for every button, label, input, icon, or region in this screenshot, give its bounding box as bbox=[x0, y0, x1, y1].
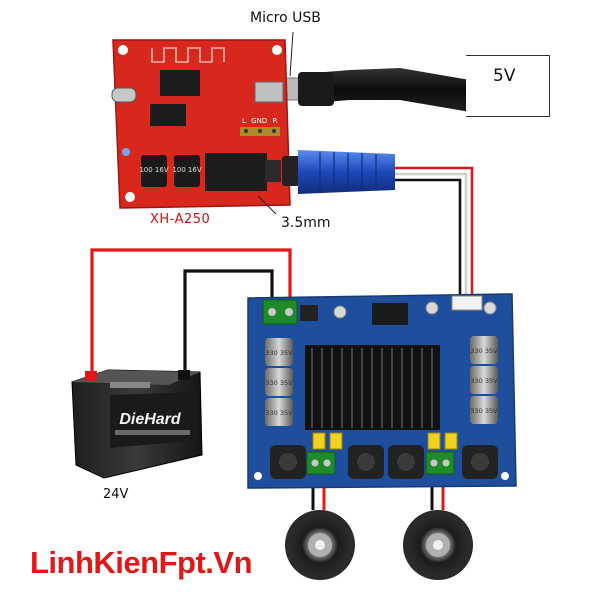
bt-pin-labels: L GND R bbox=[242, 117, 277, 125]
supply-5v-label: 5V bbox=[493, 66, 516, 86]
wire-black-battery-negative bbox=[183, 269, 274, 370]
micro-usb-label: Micro USB bbox=[250, 10, 321, 26]
wire-black-audio bbox=[390, 178, 462, 298]
heatsink bbox=[305, 345, 440, 430]
brand-logo-text: LinhKienFpt.Vn bbox=[30, 545, 253, 580]
micro-usb-cable bbox=[279, 31, 470, 112]
speaker-right bbox=[403, 510, 473, 580]
amp-capacitor: 330 35V bbox=[470, 366, 498, 394]
battery: DieHard bbox=[71, 369, 203, 479]
wire-white-audio bbox=[390, 172, 468, 298]
svg-text:330 35V: 330 35V bbox=[265, 379, 293, 387]
svg-text:330 35V: 330 35V bbox=[265, 349, 293, 357]
bt-capacitor: 100 16V bbox=[139, 155, 169, 187]
power-wires bbox=[90, 248, 292, 375]
svg-text:330 35V: 330 35V bbox=[470, 407, 498, 415]
svg-text:330 35V: 330 35V bbox=[265, 409, 293, 417]
bt-capacitor: 100 16V bbox=[172, 155, 202, 187]
jack-35mm-label: 3.5mm bbox=[281, 215, 331, 231]
svg-text:100 16V: 100 16V bbox=[172, 166, 201, 174]
speaker-left bbox=[285, 510, 355, 580]
module-model-label: XH-A250 bbox=[150, 212, 211, 227]
amp-capacitor: 330 35V bbox=[470, 336, 498, 364]
wire-red-battery-positive bbox=[90, 248, 292, 375]
amp-capacitor: 330 35V bbox=[265, 398, 293, 426]
amp-capacitor: 330 35V bbox=[265, 368, 293, 396]
bluetooth-module-board: L GND R 100 16V 100 16V bbox=[111, 39, 291, 215]
audio-wires bbox=[390, 166, 474, 298]
supply-5v-box bbox=[466, 55, 550, 117]
battery-voltage-label: 24V bbox=[103, 487, 129, 502]
svg-text:330 35V: 330 35V bbox=[470, 377, 498, 385]
amp-capacitor: 330 35V bbox=[470, 396, 498, 424]
amp-capacitor: 330 35V bbox=[265, 338, 293, 366]
amplifier-board: 330 35V 330 35V 330 35V 330 35V 330 35V … bbox=[247, 293, 517, 489]
svg-text:100 16V: 100 16V bbox=[139, 166, 168, 174]
svg-text:330 35V: 330 35V bbox=[470, 347, 498, 355]
wire-red-audio bbox=[390, 166, 474, 298]
battery-brand: DieHard bbox=[119, 411, 182, 428]
audio-jack-plug bbox=[282, 150, 395, 194]
